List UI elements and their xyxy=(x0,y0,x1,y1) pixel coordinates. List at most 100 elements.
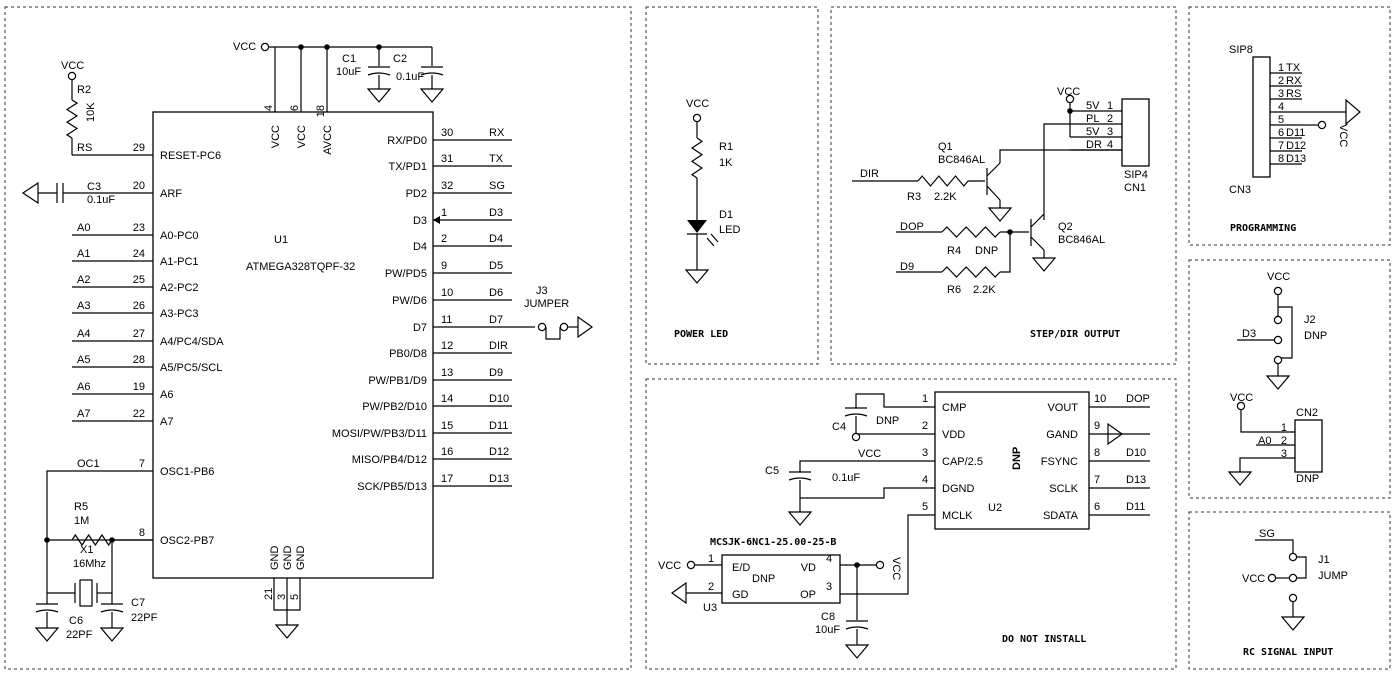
r5-resistor xyxy=(71,533,113,547)
c1-ref: C1 xyxy=(342,53,356,65)
osc-junction-right xyxy=(109,537,115,543)
j3-ref: J3 xyxy=(536,285,548,297)
r2-resistor xyxy=(65,99,79,139)
vcc-junction xyxy=(298,44,304,50)
c3-ref: C3 xyxy=(87,181,101,193)
rc-signal-input-title: RC SIGNAL INPUT xyxy=(1243,647,1333,658)
u2-right-pin-num: 10 xyxy=(1094,393,1106,405)
u1-right-pin-num: 15 xyxy=(441,420,453,432)
cn2-pin1-wire xyxy=(1240,410,1295,433)
r3-ref: R3 xyxy=(907,191,921,203)
cn1-type: SIP4 xyxy=(1124,169,1148,181)
j1-value: JUMP xyxy=(1318,570,1348,582)
j2-ground xyxy=(1265,375,1291,390)
c4-vcc-label: VCC xyxy=(858,448,881,460)
q1-ref: Q1 xyxy=(938,141,953,153)
frame-mcu xyxy=(4,6,632,670)
u3-pin-name: GD xyxy=(732,589,749,601)
u1-right-pin-name: PW/PD5 xyxy=(385,268,427,280)
u1-right-pin-name: PW/PB1/D9 xyxy=(368,375,427,387)
u2-right-pin-num: 6 xyxy=(1094,501,1100,513)
j2-net: D3 xyxy=(1242,328,1256,340)
j2-value: DNP xyxy=(1304,330,1327,342)
r2-vcc-label: VCC xyxy=(61,60,84,72)
rc-net: SG xyxy=(1259,528,1275,540)
cn3-pin-label: RX xyxy=(1286,75,1302,87)
q2-value: BC846AL xyxy=(1058,234,1105,246)
mcu-left-pins: 29RESET-PC6RS20ARF23A0-PC0A024A1-PC1A125… xyxy=(77,142,224,547)
osc-junction-left xyxy=(44,537,50,543)
u2-left-pin-name: CMP xyxy=(942,402,966,414)
u1-bottom-pin-num: 5 xyxy=(289,594,301,600)
j3-value: JUMPER xyxy=(524,298,569,310)
u1-left-pin-name: A5/PC5/SCL xyxy=(160,362,222,374)
u1-left-pin-net: A5 xyxy=(77,354,90,366)
osc-loop-wire xyxy=(46,470,72,541)
c4-capacitor-curve xyxy=(844,413,868,417)
u2-left-pin-name: VDD xyxy=(942,429,965,441)
u1-left-pin-net: RS xyxy=(77,142,92,154)
r6-ref: R6 xyxy=(947,284,961,296)
r1-value: 1K xyxy=(719,157,733,169)
wires xyxy=(38,46,1346,645)
cn3-pin-label: D11 xyxy=(1286,127,1305,139)
q2-collector xyxy=(1030,213,1045,228)
c8-capacitor-curve xyxy=(845,626,869,630)
u1-bottom-pin-name: GND xyxy=(269,546,281,571)
u2-right-pin-net: D10 xyxy=(1126,447,1146,459)
u1-right-pin-num: 31 xyxy=(441,153,453,165)
r1-resistor xyxy=(690,137,704,179)
d9-net: D9 xyxy=(900,261,914,273)
q1-ground xyxy=(987,207,1013,222)
u1-right-pin-net: D10 xyxy=(489,393,509,405)
cn3-body xyxy=(1252,56,1271,178)
u1-left-pin-num: 22 xyxy=(133,408,145,420)
u1-right-pin-num: 11 xyxy=(441,314,452,326)
u2-left-pin-name: MCLK xyxy=(942,510,973,522)
c5-ref: C5 xyxy=(765,465,779,477)
cn2-vcc-ring xyxy=(1236,401,1246,411)
c2-ref: C2 xyxy=(393,53,407,65)
cn1-pin-label: DR xyxy=(1086,139,1102,151)
u2-right-pin-num: 9 xyxy=(1094,420,1100,432)
q1-value: BC846AL xyxy=(938,154,985,166)
c6-ground xyxy=(34,627,60,642)
u1-left-pin-num: 23 xyxy=(133,222,145,234)
q1-emitter xyxy=(986,185,1001,201)
u2-right-pin-name: VOUT xyxy=(1047,402,1078,414)
u1-right-pin-net: SG xyxy=(489,180,505,192)
r2-ref: R2 xyxy=(77,84,91,96)
u2-left-pin-num: 5 xyxy=(922,501,928,513)
c6-value: 22PF xyxy=(66,629,93,641)
cn2-vcc-label: VCC xyxy=(1230,392,1253,404)
c4-vcc-ring xyxy=(851,432,861,442)
c8-ground xyxy=(844,644,870,659)
u1-left-pin-num: 26 xyxy=(133,300,145,312)
cn2-pin-num: 3 xyxy=(1281,448,1287,460)
programming-title: PROGRAMMING xyxy=(1230,223,1296,234)
step-dir-title: STEP/DIR OUTPUT xyxy=(1030,329,1120,340)
u2-right-pin-net: D11 xyxy=(1126,501,1145,513)
u1-left-pin-num: 28 xyxy=(133,354,145,366)
u1-right-pin-num: 14 xyxy=(441,393,453,405)
cn2-pin-net: A0 xyxy=(1258,435,1271,447)
cn3-pin-label: D12 xyxy=(1286,140,1306,152)
u1-left-pin-name: A1-PC1 xyxy=(160,256,199,268)
u3-pin-name: E/D xyxy=(732,562,750,574)
j2-vcc-label: VCC xyxy=(1267,271,1290,283)
rc-vcc-label: VCC xyxy=(1242,573,1265,585)
c5-capacitor-curve xyxy=(788,477,812,481)
dir-net: DIR xyxy=(860,168,879,180)
u3-ground-symbol xyxy=(670,581,687,605)
u1-left-pin-num: 8 xyxy=(139,527,145,539)
u2-dnp-mark: DNP xyxy=(1011,447,1023,470)
c8-value: 10uF xyxy=(815,624,840,636)
u1-right-pin-name: MOSI/PW/PB3/D11 xyxy=(332,428,427,440)
u1-left-pin-net: A3 xyxy=(77,300,90,312)
c6-ref: C6 xyxy=(69,615,83,627)
j3-ring-a xyxy=(537,322,547,332)
stepdir-vcc-label: VCC xyxy=(1057,86,1080,98)
u2-left-pin-num: 3 xyxy=(922,447,928,459)
u1-right-pin-name: TX/PD1 xyxy=(388,161,427,173)
